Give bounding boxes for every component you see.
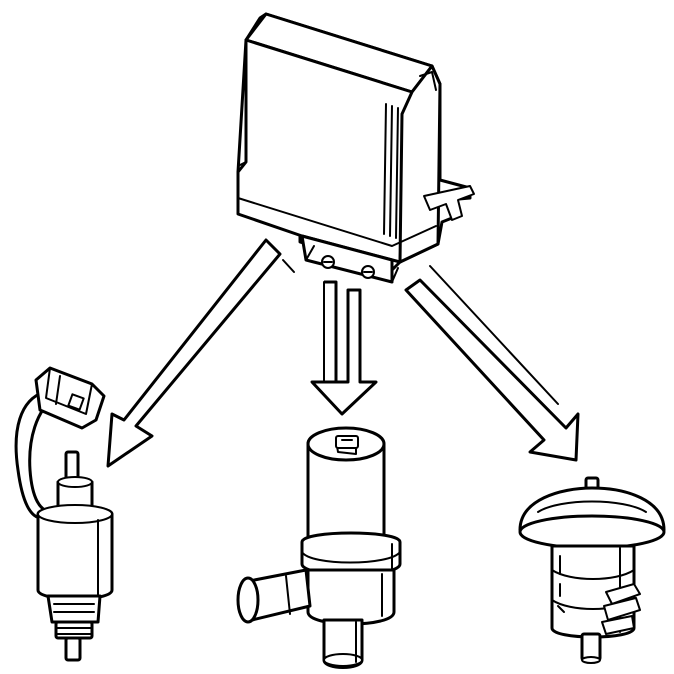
pump-icon (236, 426, 402, 669)
valve-with-connector-icon (14, 366, 114, 662)
arrow-to-right-component (404, 265, 580, 462)
dome-actuator-icon (518, 476, 666, 664)
arrow-to-center-component (310, 280, 378, 416)
control-module-box-icon (236, 12, 475, 284)
arrow-to-left-component (106, 238, 295, 468)
